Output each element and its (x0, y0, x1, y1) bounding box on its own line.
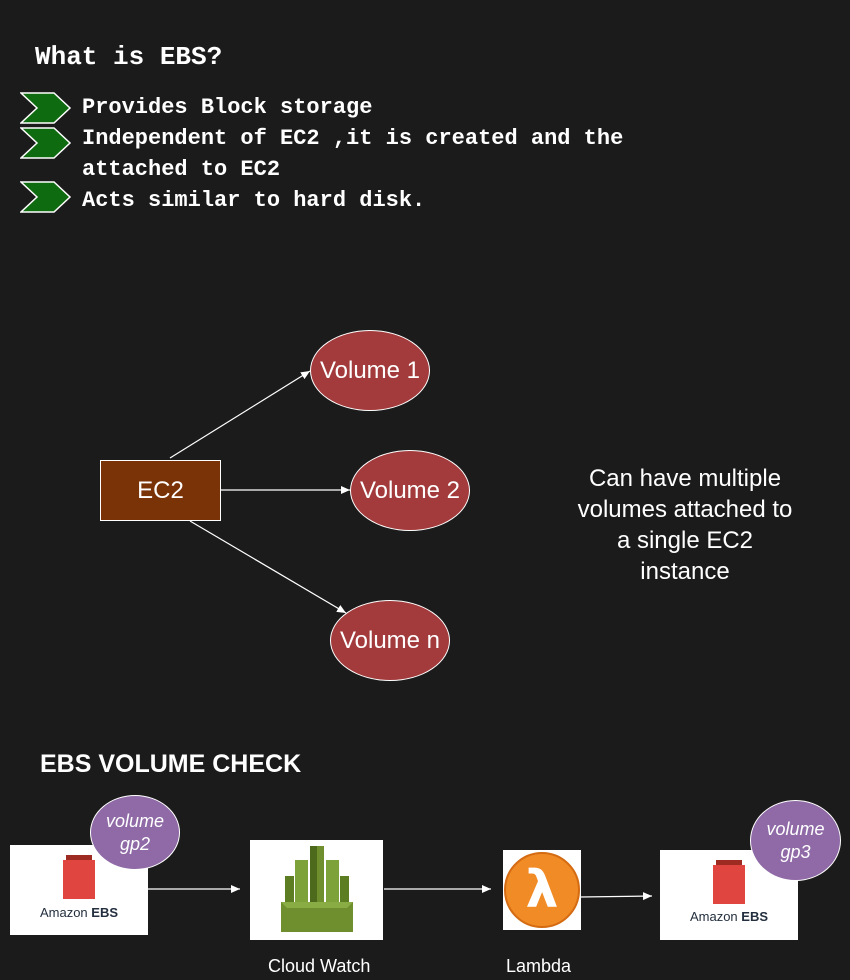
arrow-ec2-volume-1 (169, 370, 311, 459)
note-line-2: volumes attached to (577, 496, 793, 523)
chevron-bullet-icon (20, 181, 72, 213)
note-line-1: Can have multiple (588, 465, 782, 492)
chevron-bullet-icon (20, 92, 72, 124)
arrow-ec2-volume-n (189, 520, 347, 614)
note-line-4: instance (640, 558, 730, 585)
ebs-label-prefix: Amazon (39, 905, 88, 920)
ec2-node: EC2 (100, 460, 221, 521)
diagram-note: Can have multiple volumes attached to a … (555, 463, 815, 587)
badge-line-2: gp2 (119, 833, 151, 854)
badge-line-2: gp3 (780, 841, 811, 862)
bullet-text-3: Acts similar to hard disk. (82, 188, 426, 213)
note-line-3: a single EC2 (616, 527, 754, 554)
ebs-label-product: EBS (91, 905, 119, 920)
lambda-icon (503, 850, 581, 930)
volume-badge-gp3: volume gp3 (750, 800, 841, 881)
ebs-label-left: Amazon EBS (10, 905, 148, 920)
ebs-volume-icon (63, 855, 95, 899)
volume-n-node: Volume n (330, 600, 450, 681)
bullet-text-2-line1: Independent of EC2 ,it is created and th… (82, 126, 624, 151)
cloudwatch-caption: Cloud Watch (268, 956, 371, 976)
page-title: What is EBS? (35, 42, 223, 72)
bullet-text-1: Provides Block storage (82, 95, 373, 120)
cloudwatch-icon (281, 846, 353, 932)
badge-line-1: volume (105, 810, 165, 831)
bullet-text-2-line2: attached to EC2 (82, 157, 281, 182)
chevron-bullet-icon (20, 127, 72, 159)
arrow-lambda-ebs (579, 892, 653, 901)
volume-badge-gp2: volume gp2 (90, 795, 180, 870)
ebs-label-prefix: Amazon (689, 909, 738, 924)
volume-1-node: Volume 1 (310, 330, 430, 411)
volume-2-node: Volume 2 (350, 450, 470, 531)
badge-line-1: volume (766, 818, 825, 839)
lambda-caption: Lambda (506, 956, 572, 976)
cloudwatch-card (250, 840, 383, 940)
ebs-volume-icon (713, 860, 745, 904)
bullet-text-2: Independent of EC2 ,it is created and th… (82, 123, 623, 185)
lambda-symbol: λ (525, 860, 559, 920)
ebs-label-product: EBS (741, 909, 769, 924)
ebs-label-right: Amazon EBS (660, 909, 798, 924)
section-title: EBS VOLUME CHECK (40, 750, 302, 778)
